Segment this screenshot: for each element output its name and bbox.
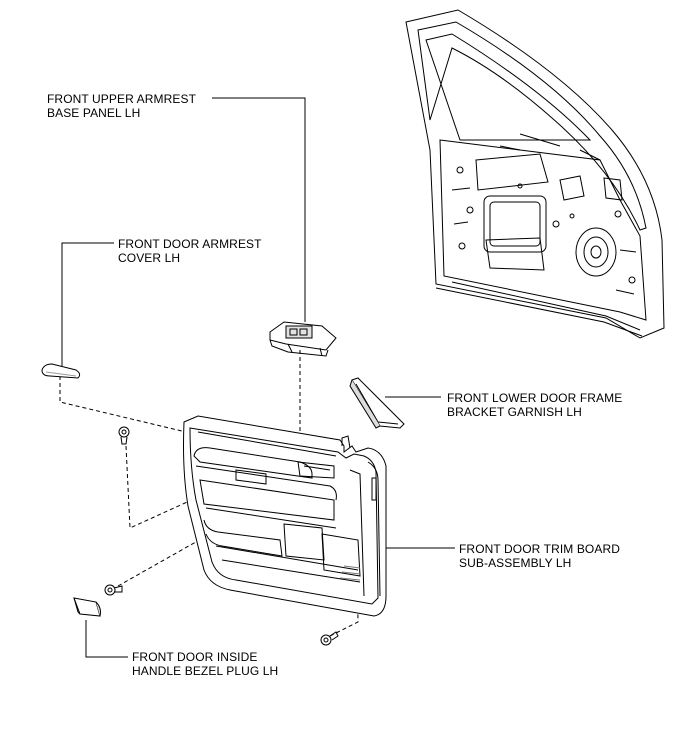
label-front-lower-door-frame-bracket-garnish: FRONT LOWER DOOR FRAME BRACKET GARNISH L… [447,391,622,419]
dash-clip-lower [117,499,271,587]
label-line: BRACKET GARNISH LH [447,405,582,419]
label-line: FRONT UPPER ARMREST [47,92,197,106]
label-line: SUB-ASSEMBLY LH [459,556,572,570]
label-line: BASE PANEL LH [47,106,141,120]
label-line: COVER LH [118,251,181,265]
leader-bezel-plug [85,620,128,658]
front-door-armrest-cover [41,363,81,379]
screw-lower-left [104,584,123,596]
label-line: FRONT DOOR INSIDE [132,650,258,664]
leader-armrest-cover [61,242,114,366]
label-front-upper-armrest-base-panel: FRONT UPPER ARMREST BASE PANEL LH [47,92,196,120]
label-line: HANDLE BEZEL PLUG LH [132,664,279,678]
label-front-door-inside-handle-bezel-plug: FRONT DOOR INSIDE HANDLE BEZEL PLUG LH [132,650,278,678]
clip-upper-left [118,426,130,445]
front-door-inside-handle-bezel-plug [73,597,101,617]
front-lower-door-frame-bracket-garnish [349,377,405,429]
label-line: FRONT DOOR ARMREST [118,237,262,251]
front-upper-armrest-base-panel [269,321,337,357]
label-front-door-armrest-cover: FRONT DOOR ARMREST COVER LH [118,237,262,265]
screw-bottom [320,631,339,646]
label-front-door-trim-board: FRONT DOOR TRIM BOARD SUB-ASSEMBLY LH [459,542,620,570]
label-line: FRONT LOWER DOOR FRAME [447,391,623,405]
leader-upper-armrest-base-panel [212,97,306,322]
label-line: FRONT DOOR TRIM BOARD [459,542,620,556]
front-door-trim-board [183,415,387,617]
front-door-panel-frame [405,9,665,339]
